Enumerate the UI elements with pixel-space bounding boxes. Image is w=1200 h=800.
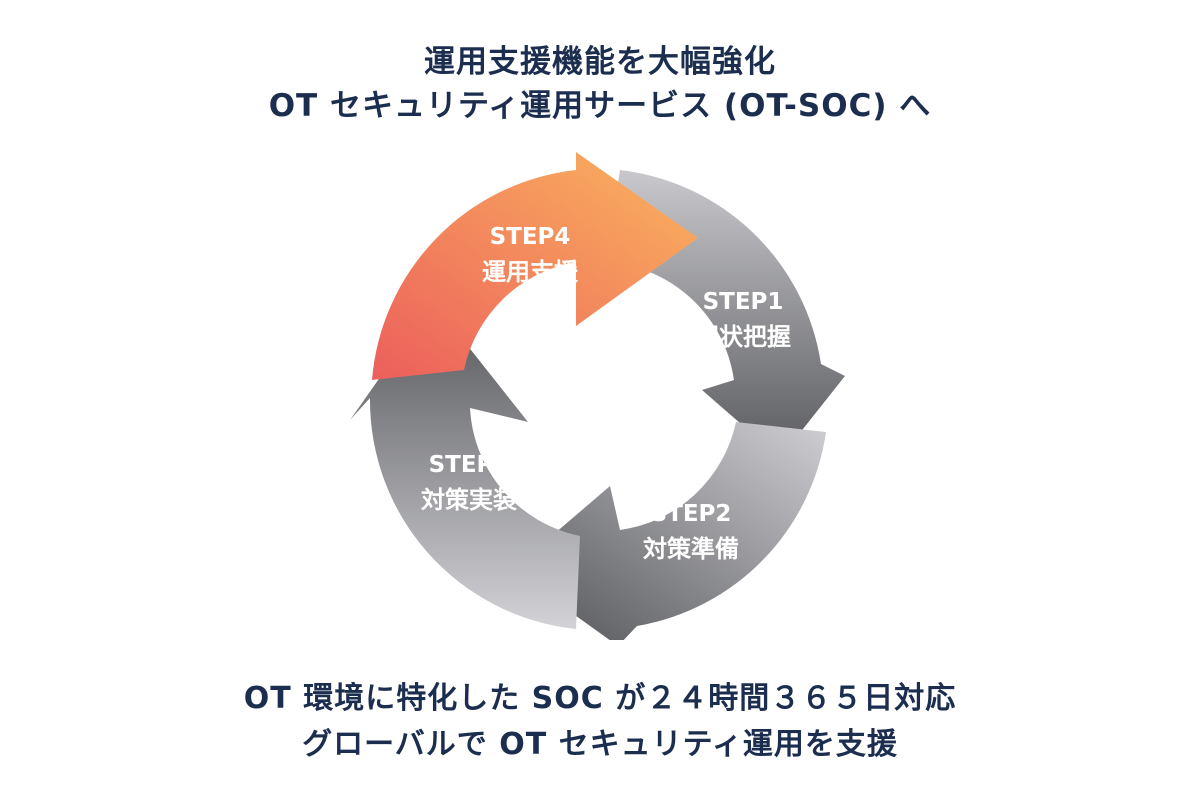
title-line-1: 運用支援機能を大幅強化 [424, 44, 776, 80]
step2-number: STEP2 [651, 501, 732, 527]
step4-number: STEP4 [490, 224, 571, 250]
step1-label: 現状把握 [695, 323, 791, 351]
title-line-2: OT セキュリティ運用サービス (OT-SOC) へ [268, 88, 932, 124]
title-block: 運用支援機能を大幅強化 OT セキュリティ運用サービス (OT-SOC) へ [0, 40, 1200, 128]
step4-arrow [372, 152, 698, 380]
step2-arrow [512, 422, 826, 640]
step2-label: 対策準備 [643, 535, 739, 563]
cycle-diagram: STEP1 現状把握 STEP2 対策準備 STEP3 対策実装 STEP4 運… [350, 152, 845, 640]
step3-number: STEP3 [429, 452, 510, 478]
footer-block: OT 環境に特化した SOC が２４時間３６５日対応 グローバルで OT セキュ… [0, 676, 1200, 768]
step3-label: 対策実装 [421, 486, 517, 514]
step3-arrow [350, 302, 580, 629]
footer-line-2: グローバルで OT セキュリティ運用を支援 [302, 727, 898, 762]
step1-number: STEP1 [703, 289, 784, 315]
step4-label: 運用支援 [482, 258, 579, 286]
footer-line-1: OT 環境に特化した SOC が２４時間３６５日対応 [243, 681, 957, 716]
